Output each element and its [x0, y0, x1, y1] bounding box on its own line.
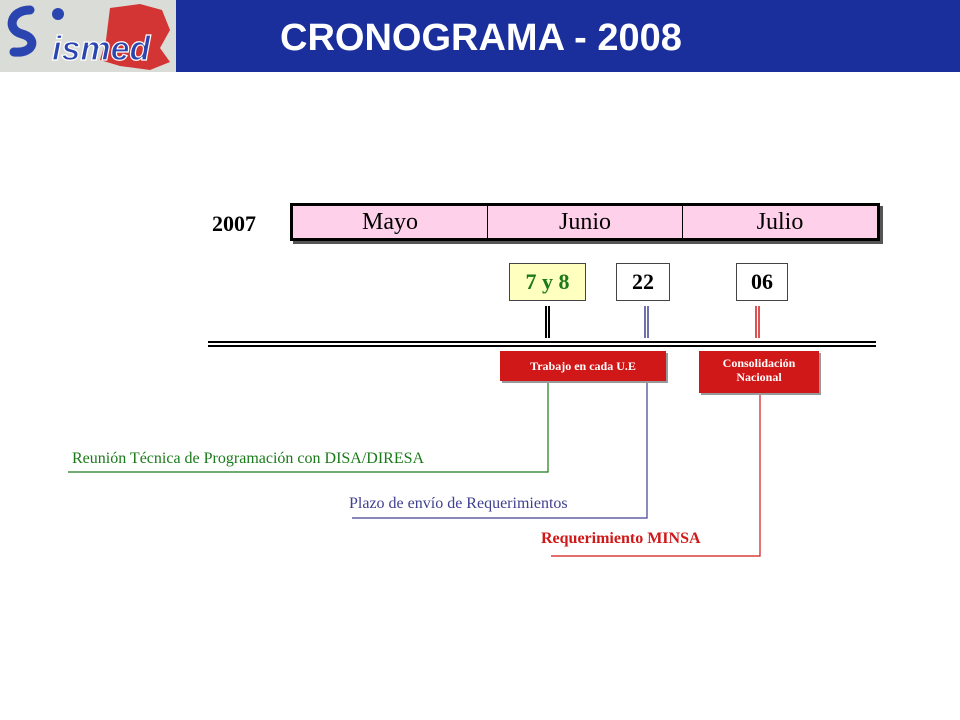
- month-july: Julio: [682, 206, 877, 238]
- tag-work: Trabajo en cada U.E: [500, 351, 666, 381]
- sismed-logo-icon: ismed: [7, 4, 170, 70]
- date-06: 06: [736, 263, 788, 301]
- date-22: 22: [616, 263, 670, 301]
- logo: ismed: [0, 0, 176, 72]
- months-bar: Mayo Junio Julio: [290, 203, 880, 241]
- leader-deadline: [352, 381, 648, 519]
- month-may: Mayo: [362, 209, 418, 235]
- annotation-meeting: Reunión Técnica de Programación con DISA…: [72, 450, 425, 467]
- leader-meeting: [68, 381, 549, 473]
- date-7-8: 7 y 8: [509, 263, 586, 301]
- leader-requirement: [551, 393, 761, 557]
- month-june: Junio: [487, 206, 682, 238]
- annotation-requirement: Requerimiento MINSA: [541, 530, 701, 547]
- page-title: CRONOGRAMA - 2008: [280, 17, 682, 59]
- header-bar: ismed CRONOGRAMA - 2008: [0, 0, 960, 72]
- year-label: 2007: [212, 211, 256, 236]
- logo-text: ismed: [52, 30, 151, 68]
- tag-consolidation: Consolidación Nacional: [699, 351, 819, 393]
- annotation-deadline: Plazo de envío de Requerimientos: [349, 495, 568, 512]
